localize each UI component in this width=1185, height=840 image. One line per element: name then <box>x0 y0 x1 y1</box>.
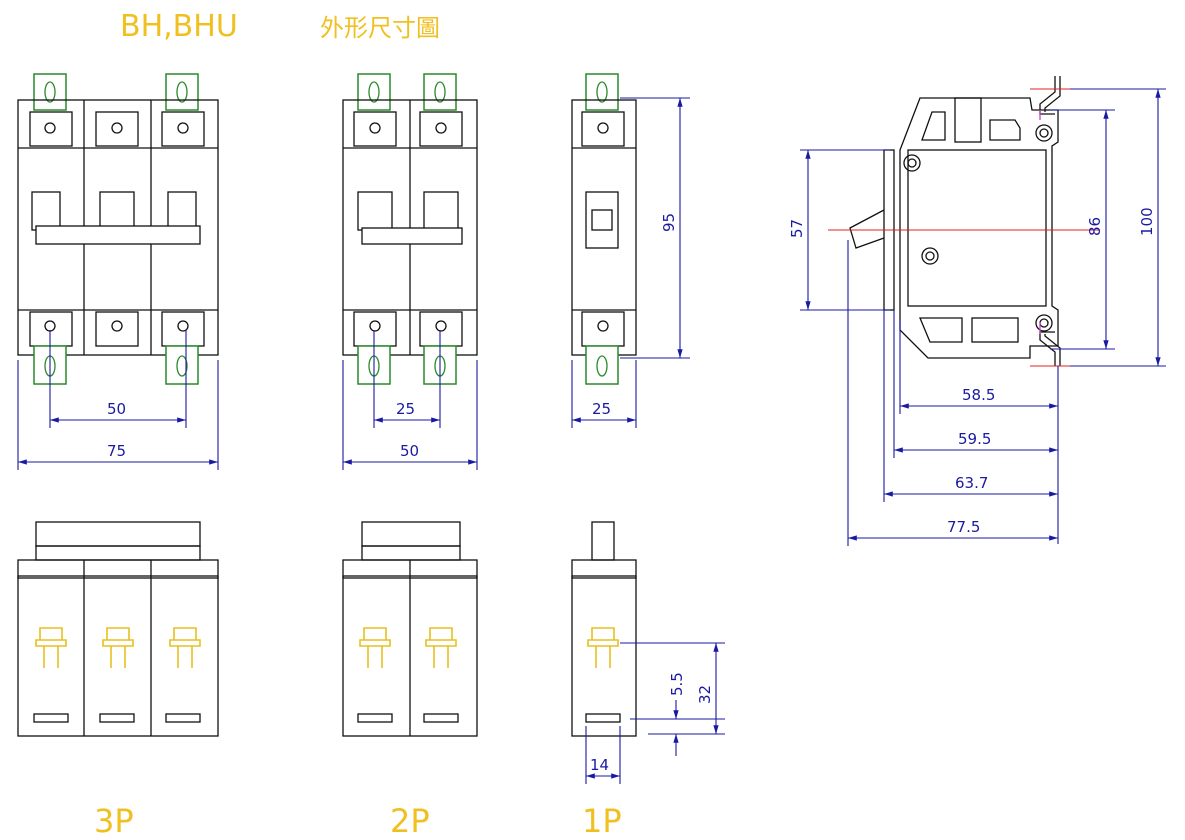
dim-3p-inner: 50 <box>107 400 126 418</box>
dim-front-32: 32 <box>696 685 714 704</box>
terminal-tab <box>165 345 199 385</box>
dim-side-57: 57 <box>788 219 806 238</box>
dim-side-58-5: 58.5 <box>962 386 995 404</box>
dim-side-86: 86 <box>1086 217 1104 236</box>
dim-front-14: 14 <box>590 756 609 774</box>
dim-1p-width: 25 <box>592 400 611 418</box>
label-3p: 3P <box>94 802 134 840</box>
handle-tie-bar <box>35 225 201 245</box>
dim-side-59-5: 59.5 <box>958 430 991 448</box>
dim-side-63-7: 63.7 <box>955 474 988 492</box>
breaker-2p-front-view <box>342 521 478 737</box>
label-1p: 1P <box>582 802 622 840</box>
terminal-tab <box>33 73 67 111</box>
breaker-3p-front-view <box>17 521 219 737</box>
dim-side-77-5: 77.5 <box>947 518 980 536</box>
terminal-tab <box>165 73 199 111</box>
breaker-2p-top-view <box>342 73 478 385</box>
title-subtitle: 外形尺寸圖 <box>320 14 440 42</box>
breaker-1p-front-view <box>571 521 637 737</box>
breaker-side-view <box>849 76 1061 366</box>
label-2p: 2P <box>390 802 430 840</box>
breaker-1p-top-view <box>571 73 637 385</box>
breaker-3p-top-view <box>17 73 219 385</box>
title-model: BH,BHU <box>120 9 238 44</box>
dim-2p-total: 50 <box>400 442 419 460</box>
dim-3p-total: 75 <box>107 442 126 460</box>
dim-front-5-5: 5.5 <box>668 672 686 696</box>
dim-1p-height: 95 <box>660 213 678 232</box>
dim-2p-inner: 25 <box>396 400 415 418</box>
dim-side-100: 100 <box>1138 207 1156 236</box>
